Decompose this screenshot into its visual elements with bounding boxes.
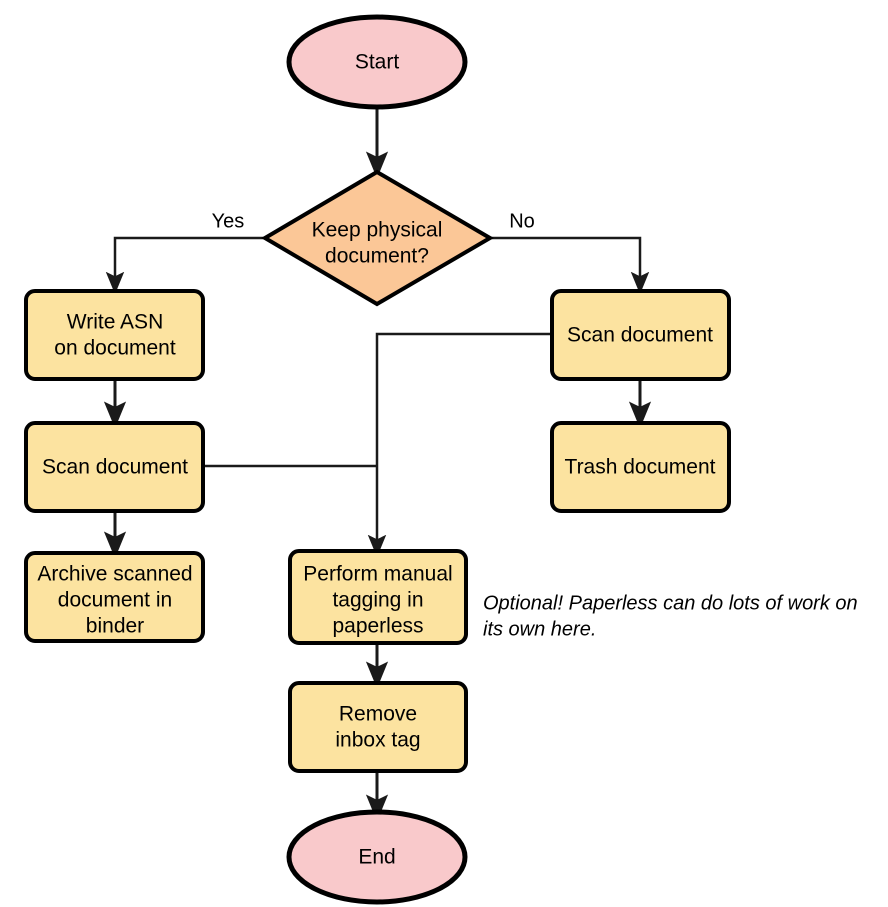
node-start[interactable]: Start <box>286 14 468 110</box>
remove-inbox-tag-box[interactable] <box>288 681 468 773</box>
trash-document-label: Trash document <box>565 456 716 479</box>
edge-decision-no-to-scan-right <box>490 236 650 295</box>
annotation-line-2: its own here. <box>483 618 596 640</box>
start-ellipse[interactable] <box>286 14 468 110</box>
tagging-label-line2: tagging in <box>332 589 423 612</box>
annotation-line-1: Optional! Paperless can do lots of work … <box>483 592 858 614</box>
node-end[interactable]: End <box>286 809 468 905</box>
decision-diamond[interactable] <box>261 169 494 307</box>
remove-inbox-label-line2: inbox tag <box>335 729 420 752</box>
edge-decision-yes-to-write-asn <box>105 236 265 295</box>
edges-layer <box>103 107 652 822</box>
edge-labels-layer: Yes No <box>212 210 535 232</box>
node-remove-inbox-tag[interactable]: Remove inbox tag <box>288 681 468 773</box>
archive-label-line2: document in <box>58 589 172 612</box>
scan-document-right-label: Scan document <box>567 324 713 347</box>
annotation-optional-note: Optional! Paperless can do lots of work … <box>483 592 858 640</box>
node-trash-document[interactable]: Trash document <box>550 421 731 513</box>
archive-label-line1: Archive scanned <box>37 563 192 586</box>
node-perform-manual-tagging[interactable]: Perform manual tagging in paperless <box>288 549 468 645</box>
tagging-label-line3: paperless <box>332 615 423 638</box>
end-ellipse[interactable] <box>286 809 468 905</box>
node-scan-document-right[interactable]: Scan document <box>550 289 731 381</box>
node-scan-document-left[interactable]: Scan document <box>24 421 205 513</box>
scan-document-left-box[interactable] <box>24 421 205 513</box>
archive-box[interactable] <box>24 551 205 643</box>
end-label: End <box>358 846 395 869</box>
edge-label-yes: Yes <box>212 210 245 232</box>
write-asn-label-line2: on document <box>54 337 176 360</box>
archive-label-line3: binder <box>86 615 144 638</box>
remove-inbox-label-line1: Remove <box>339 703 417 726</box>
node-decision-keep-physical-document[interactable]: Keep physical document? <box>261 169 494 307</box>
tagging-label-line1: Perform manual <box>303 563 452 586</box>
decision-label-line1: Keep physical <box>312 219 443 242</box>
decision-label-line2: document? <box>325 245 429 268</box>
trash-document-box[interactable] <box>550 421 731 513</box>
node-archive-scanned-document[interactable]: Archive scanned document in binder <box>24 551 205 643</box>
start-label: Start <box>355 51 400 74</box>
write-asn-box[interactable] <box>24 289 205 381</box>
tagging-box[interactable] <box>288 549 468 645</box>
scan-document-right-box[interactable] <box>550 289 731 381</box>
node-write-asn-on-document[interactable]: Write ASN on document <box>24 289 205 381</box>
scan-document-left-label: Scan document <box>42 456 188 479</box>
write-asn-label-line1: Write ASN <box>67 311 163 334</box>
edge-scan-right-to-tagging <box>367 332 552 558</box>
edge-label-no: No <box>509 210 535 232</box>
